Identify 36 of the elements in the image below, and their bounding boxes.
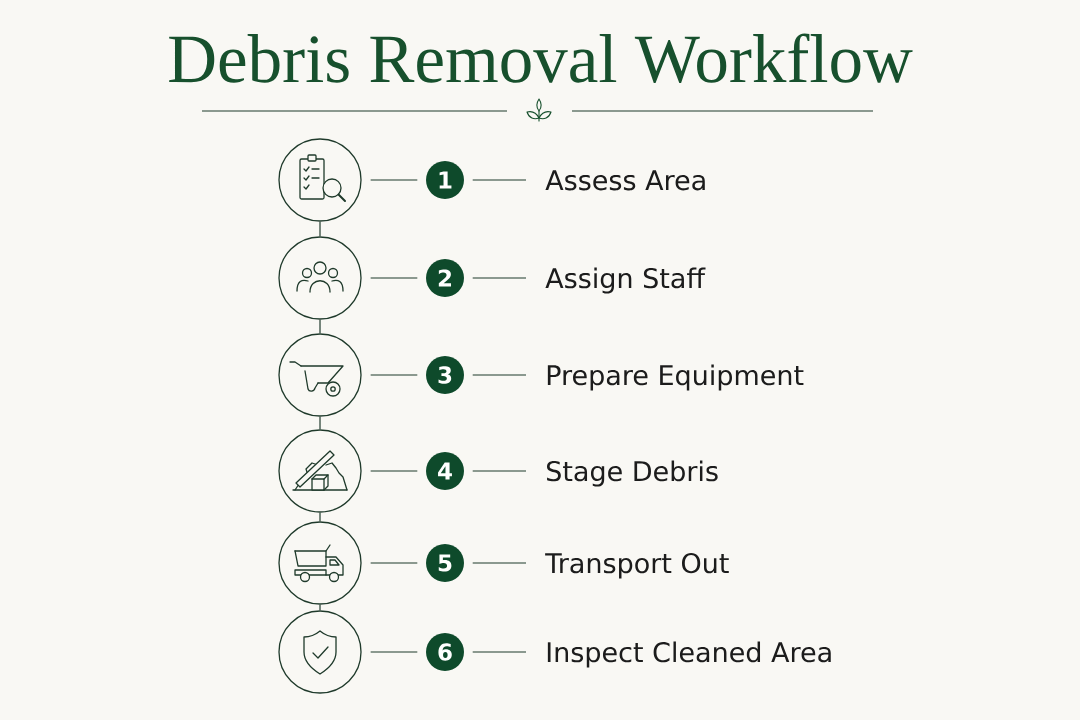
connector-line <box>370 374 418 376</box>
step-label: Prepare Equipment <box>547 364 804 391</box>
connector-line <box>319 604 321 611</box>
icon-circle <box>278 138 362 222</box>
icon-circle <box>278 429 362 513</box>
step-label: Transport Out <box>545 552 729 579</box>
connector-line <box>319 416 321 430</box>
number-badge: 2 <box>426 259 464 297</box>
connector-line <box>472 562 527 564</box>
icon-circle <box>278 610 362 694</box>
connector-line <box>472 651 527 653</box>
number-badge: 1 <box>426 161 464 199</box>
connector-line <box>319 221 321 237</box>
connector-line <box>370 179 418 181</box>
connector-line <box>472 277 527 279</box>
icon-circle <box>278 521 362 605</box>
connector-line <box>319 319 321 334</box>
connector-line <box>472 374 527 376</box>
connector-line <box>472 470 527 472</box>
number-badge: 6 <box>426 633 464 671</box>
connector-line <box>319 512 321 522</box>
connector-line <box>370 651 418 653</box>
connector-line <box>370 562 418 564</box>
step-label: Stage Debris <box>547 460 718 487</box>
number-badge: 5 <box>426 544 464 582</box>
icon-circle <box>278 333 362 417</box>
number-badge: 4 <box>426 452 464 490</box>
connector-line <box>370 470 418 472</box>
step-label: Inspect Cleaned Area <box>547 641 831 668</box>
step-label: Assign Staff <box>545 267 706 294</box>
icon-circle <box>278 236 362 320</box>
connector-line <box>370 277 418 279</box>
title: Debris Removal Workflow <box>169 33 913 84</box>
step-label: Assess Area <box>545 170 705 191</box>
connector-line <box>472 179 527 181</box>
number-badge: 3 <box>426 356 464 394</box>
